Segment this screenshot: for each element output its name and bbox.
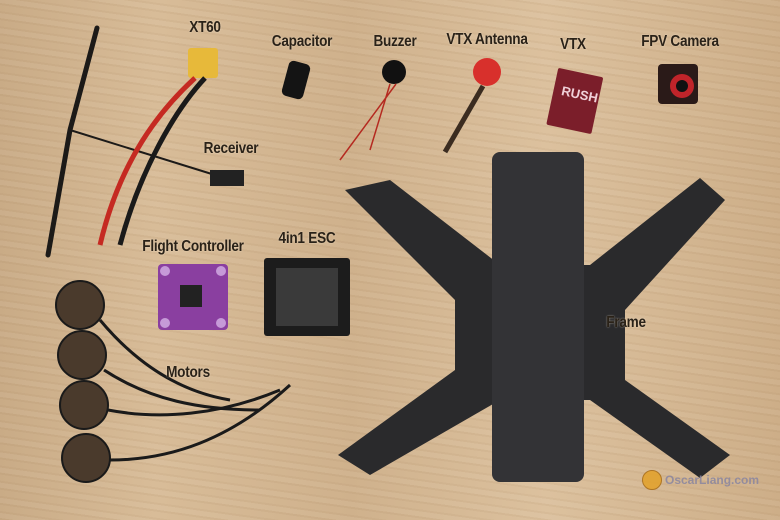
label-esc: 4in1 ESC (278, 230, 336, 247)
fpv-camera-part (658, 64, 698, 104)
label-capacitor: Capacitor (271, 33, 333, 50)
label-xt60: XT60 (189, 19, 221, 36)
vtx-print: RUSH (560, 83, 599, 105)
vtx-part: RUSH (546, 68, 603, 134)
label-motors: Motors (166, 364, 210, 381)
label-receiver: Receiver (203, 140, 259, 157)
carbon-frame (338, 152, 730, 482)
label-frame: Frame (606, 314, 646, 331)
flight-controller-board (158, 264, 228, 330)
vtx-antenna-part (442, 58, 501, 154)
motors (55, 280, 292, 483)
watermark-logo-icon (642, 470, 662, 490)
label-vtx-antenna: VTX Antenna (446, 31, 528, 48)
label-buzzer: Buzzer (373, 33, 417, 50)
capacitor-part (281, 60, 311, 100)
label-vtx: VTX (560, 36, 586, 53)
receiver-board (210, 170, 244, 186)
label-fpv-camera: FPV Camera (641, 33, 719, 50)
xt60-lead (97, 48, 218, 246)
label-flight-controller: Flight Controller (142, 238, 244, 255)
receiver-antenna (45, 25, 216, 258)
watermark-text: OscarLiang.com (665, 473, 760, 487)
watermark: OscarLiang.com (642, 470, 759, 490)
esc-board (264, 258, 350, 336)
buzzer-part (339, 60, 406, 161)
